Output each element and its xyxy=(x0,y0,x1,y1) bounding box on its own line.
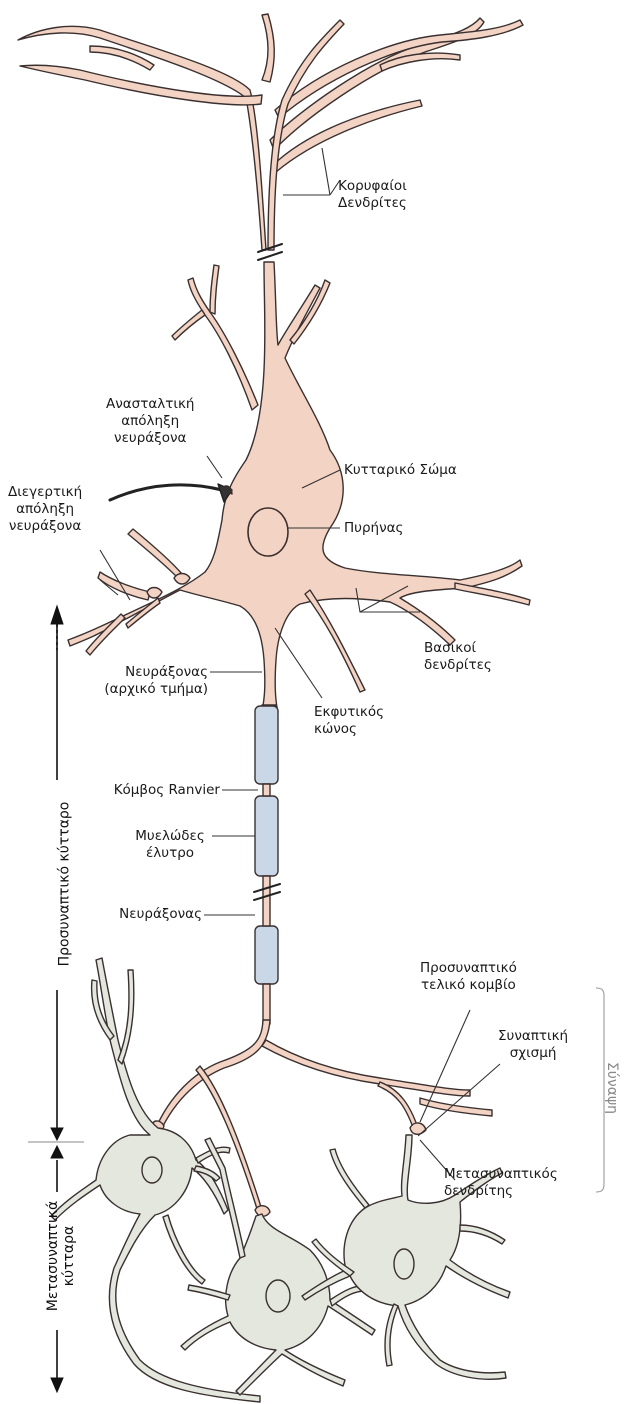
label-postsynaptic-cells: Μετασυναπτικά κύτταρα xyxy=(45,1201,77,1311)
label-excitatory-line2: απόληξη xyxy=(8,501,82,518)
label-synapse: Σύναψη xyxy=(604,1062,620,1114)
label-apical-dendrites: Κορυφαίοι Δενδρίτες xyxy=(338,178,407,212)
label-cleft-line1: Συναπτική xyxy=(498,1028,568,1045)
label-basal-dendrites: Βασικοί δενδρίτες xyxy=(424,640,492,674)
label-inhibitory-line2: απόληξη xyxy=(106,413,194,430)
label-postsyn-dend-line2: δενδρίτης xyxy=(444,1183,558,1200)
label-basal-line1: Βασικοί xyxy=(424,640,492,657)
label-axon-initial-line2: (αρχικό τμήμα) xyxy=(100,681,208,698)
label-presynaptic-cell: Προσυναπτικό κύτταρο xyxy=(56,802,72,967)
label-postsyn-cells-line2: κύτταρα xyxy=(61,1201,77,1311)
label-myelin-sheath: Μυελώδες έλυτρο xyxy=(130,828,210,862)
myelin-sheaths xyxy=(255,706,278,984)
label-inhibitory-line1: Ανασταλτική xyxy=(106,396,194,413)
postsynaptic-cell-left xyxy=(51,958,260,1402)
label-basal-line2: δενδρίτες xyxy=(424,657,492,674)
label-axon-initial-segment: Νευράξονας (αρχικό τμήμα) xyxy=(100,664,208,698)
label-synaptic-cleft: Συναπτική σχισμή xyxy=(498,1028,568,1062)
axon-terminal-branches xyxy=(152,1020,492,1216)
label-axon: Νευράξονας xyxy=(100,906,202,923)
label-presyn-term-line2: τελικό κομβίο xyxy=(420,977,517,994)
label-excitatory-line3: νευράξονα xyxy=(8,518,82,535)
label-nucleus: Πυρήνας xyxy=(344,520,403,537)
label-inhibitory-line3: νευράξονα xyxy=(106,430,194,447)
label-excitatory-line1: Διεγερτική xyxy=(8,484,82,501)
label-apical-line1: Κορυφαίοι xyxy=(338,178,407,195)
label-inhibitory-terminal: Ανασταλτική απόληξη νευράξονα xyxy=(106,396,194,447)
label-axon-initial-line1: Νευράξονας xyxy=(100,664,208,681)
label-presyn-term-line1: Προσυναπτικό xyxy=(420,960,517,977)
label-postsynaptic-dendrite: Μετασυναπτικός δενδρίτης xyxy=(444,1166,558,1200)
inhibitory-terminal xyxy=(110,484,232,502)
label-excitatory-terminal: Διεγερτική απόληξη νευράξονα xyxy=(8,484,82,535)
label-axon-hillock: Εκφυτικός κώνος xyxy=(314,704,384,738)
label-apical-line2: Δενδρίτες xyxy=(338,195,407,212)
label-hillock-line2: κώνος xyxy=(314,721,384,738)
label-cell-body: Κυτταρικό Σώμα xyxy=(344,462,457,479)
label-myelin-line2: έλυτρο xyxy=(130,845,210,862)
label-presynaptic-terminal: Προσυναπτικό τελικό κομβίο xyxy=(420,960,517,994)
label-postsyn-dend-line1: Μετασυναπτικός xyxy=(444,1166,558,1183)
apical-dendrites xyxy=(18,14,523,250)
label-node-of-ranvier: Κόμβος Ranvier xyxy=(100,782,220,799)
label-hillock-line1: Εκφυτικός xyxy=(314,704,384,721)
label-postsyn-cells-line1: Μετασυναπτικά xyxy=(45,1201,61,1311)
label-myelin-line1: Μυελώδες xyxy=(130,828,210,845)
label-cleft-line2: σχισμή xyxy=(498,1045,568,1062)
